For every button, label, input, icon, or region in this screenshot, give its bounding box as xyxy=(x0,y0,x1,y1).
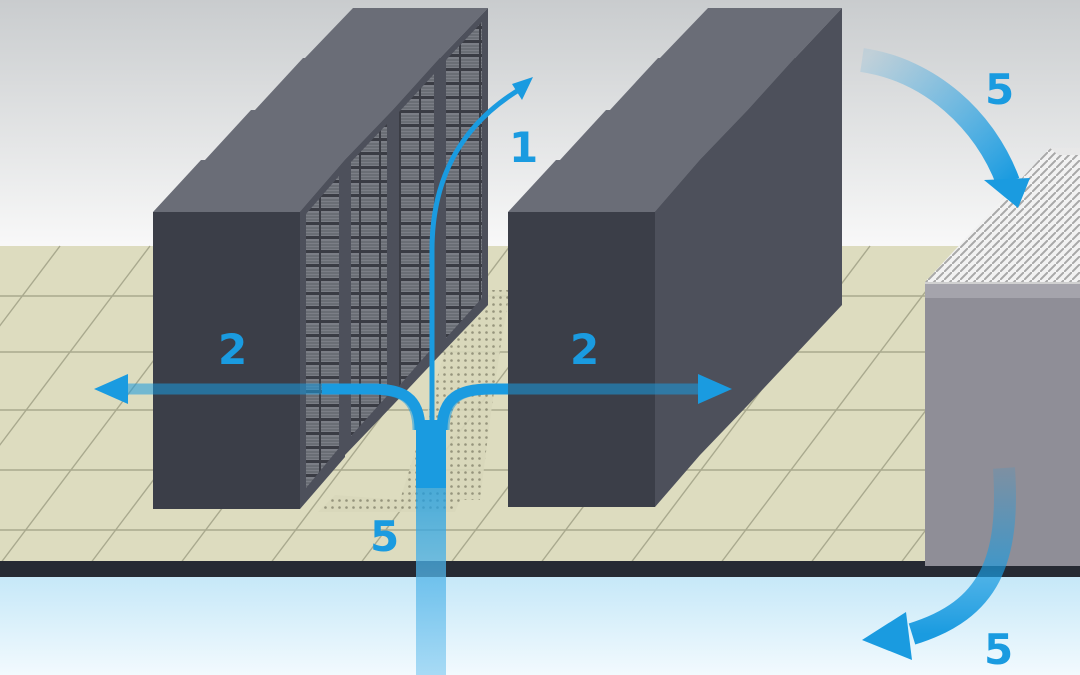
crac-unit-icon xyxy=(925,148,1080,566)
server-rack-row-right xyxy=(508,8,842,507)
airflow-label-2-right: 2 xyxy=(570,325,599,374)
airflow-label-5-center: 5 xyxy=(370,512,399,561)
floor-slab xyxy=(0,561,1080,577)
server-rack-row-left xyxy=(153,8,488,509)
airflow-label-2-left: 2 xyxy=(218,325,247,374)
server-rack-icon xyxy=(508,160,700,507)
airflow-label-5-bottom-right: 5 xyxy=(984,625,1013,674)
airflow-label-5-top-right: 5 xyxy=(985,65,1014,114)
server-rack-icon xyxy=(153,160,345,509)
airflow-arrow-icon xyxy=(94,48,1030,675)
airflow-label-1: 1 xyxy=(509,123,538,172)
